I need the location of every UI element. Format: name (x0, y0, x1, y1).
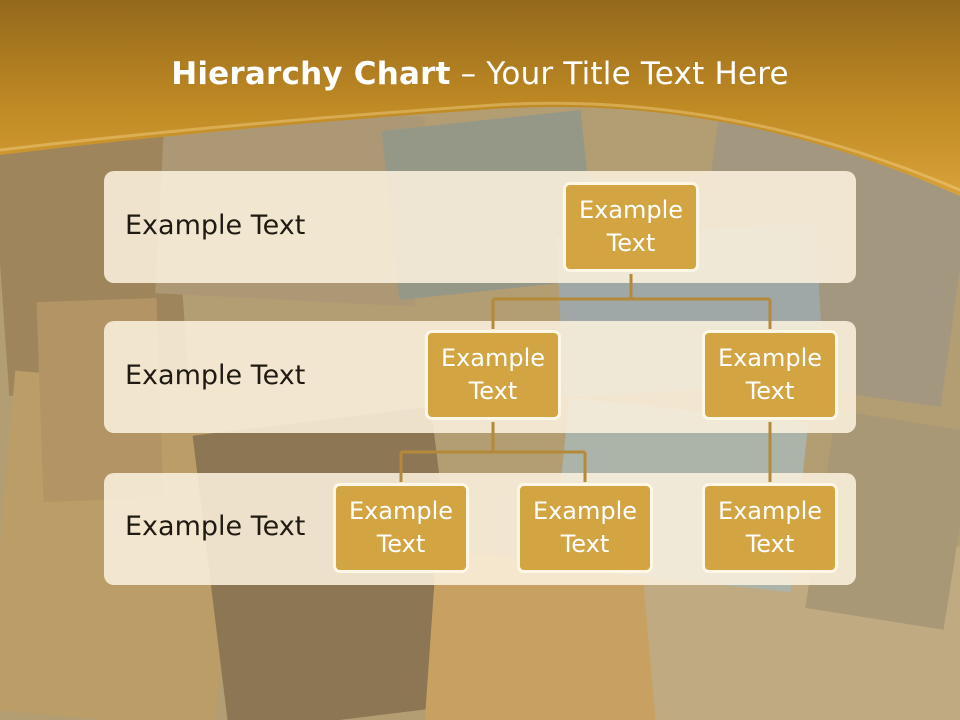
connector-left-to-level3 (399, 422, 587, 482)
title-rest-part: – Your Title Text Here (450, 56, 789, 92)
node-level3-left: Example Text (333, 483, 469, 573)
node-level2-right-text: Example Text (717, 344, 823, 405)
node-level2-left: Example Text (425, 330, 561, 420)
slide-title: Hierarchy Chart – Your Title Text Here (0, 56, 960, 92)
header-band (0, 0, 960, 196)
node-level3-right-text: Example Text (717, 497, 823, 558)
node-root-text: Example Text (578, 196, 684, 257)
level-label-2: Example Text (125, 360, 306, 391)
node-level2-right: Example Text (702, 330, 838, 420)
level-band-1 (104, 171, 856, 283)
node-level2-left-text: Example Text (440, 344, 546, 405)
connector-root-to-level2 (491, 274, 772, 329)
node-root: Example Text (563, 182, 699, 272)
node-level3-right: Example Text (702, 483, 838, 573)
node-level3-left-text: Example Text (348, 497, 454, 558)
level-label-1: Example Text (125, 210, 306, 241)
node-level3-middle-text: Example Text (532, 497, 638, 558)
node-level3-middle: Example Text (517, 483, 653, 573)
level-label-3: Example Text (125, 511, 306, 542)
title-bold-part: Hierarchy Chart (171, 56, 451, 92)
